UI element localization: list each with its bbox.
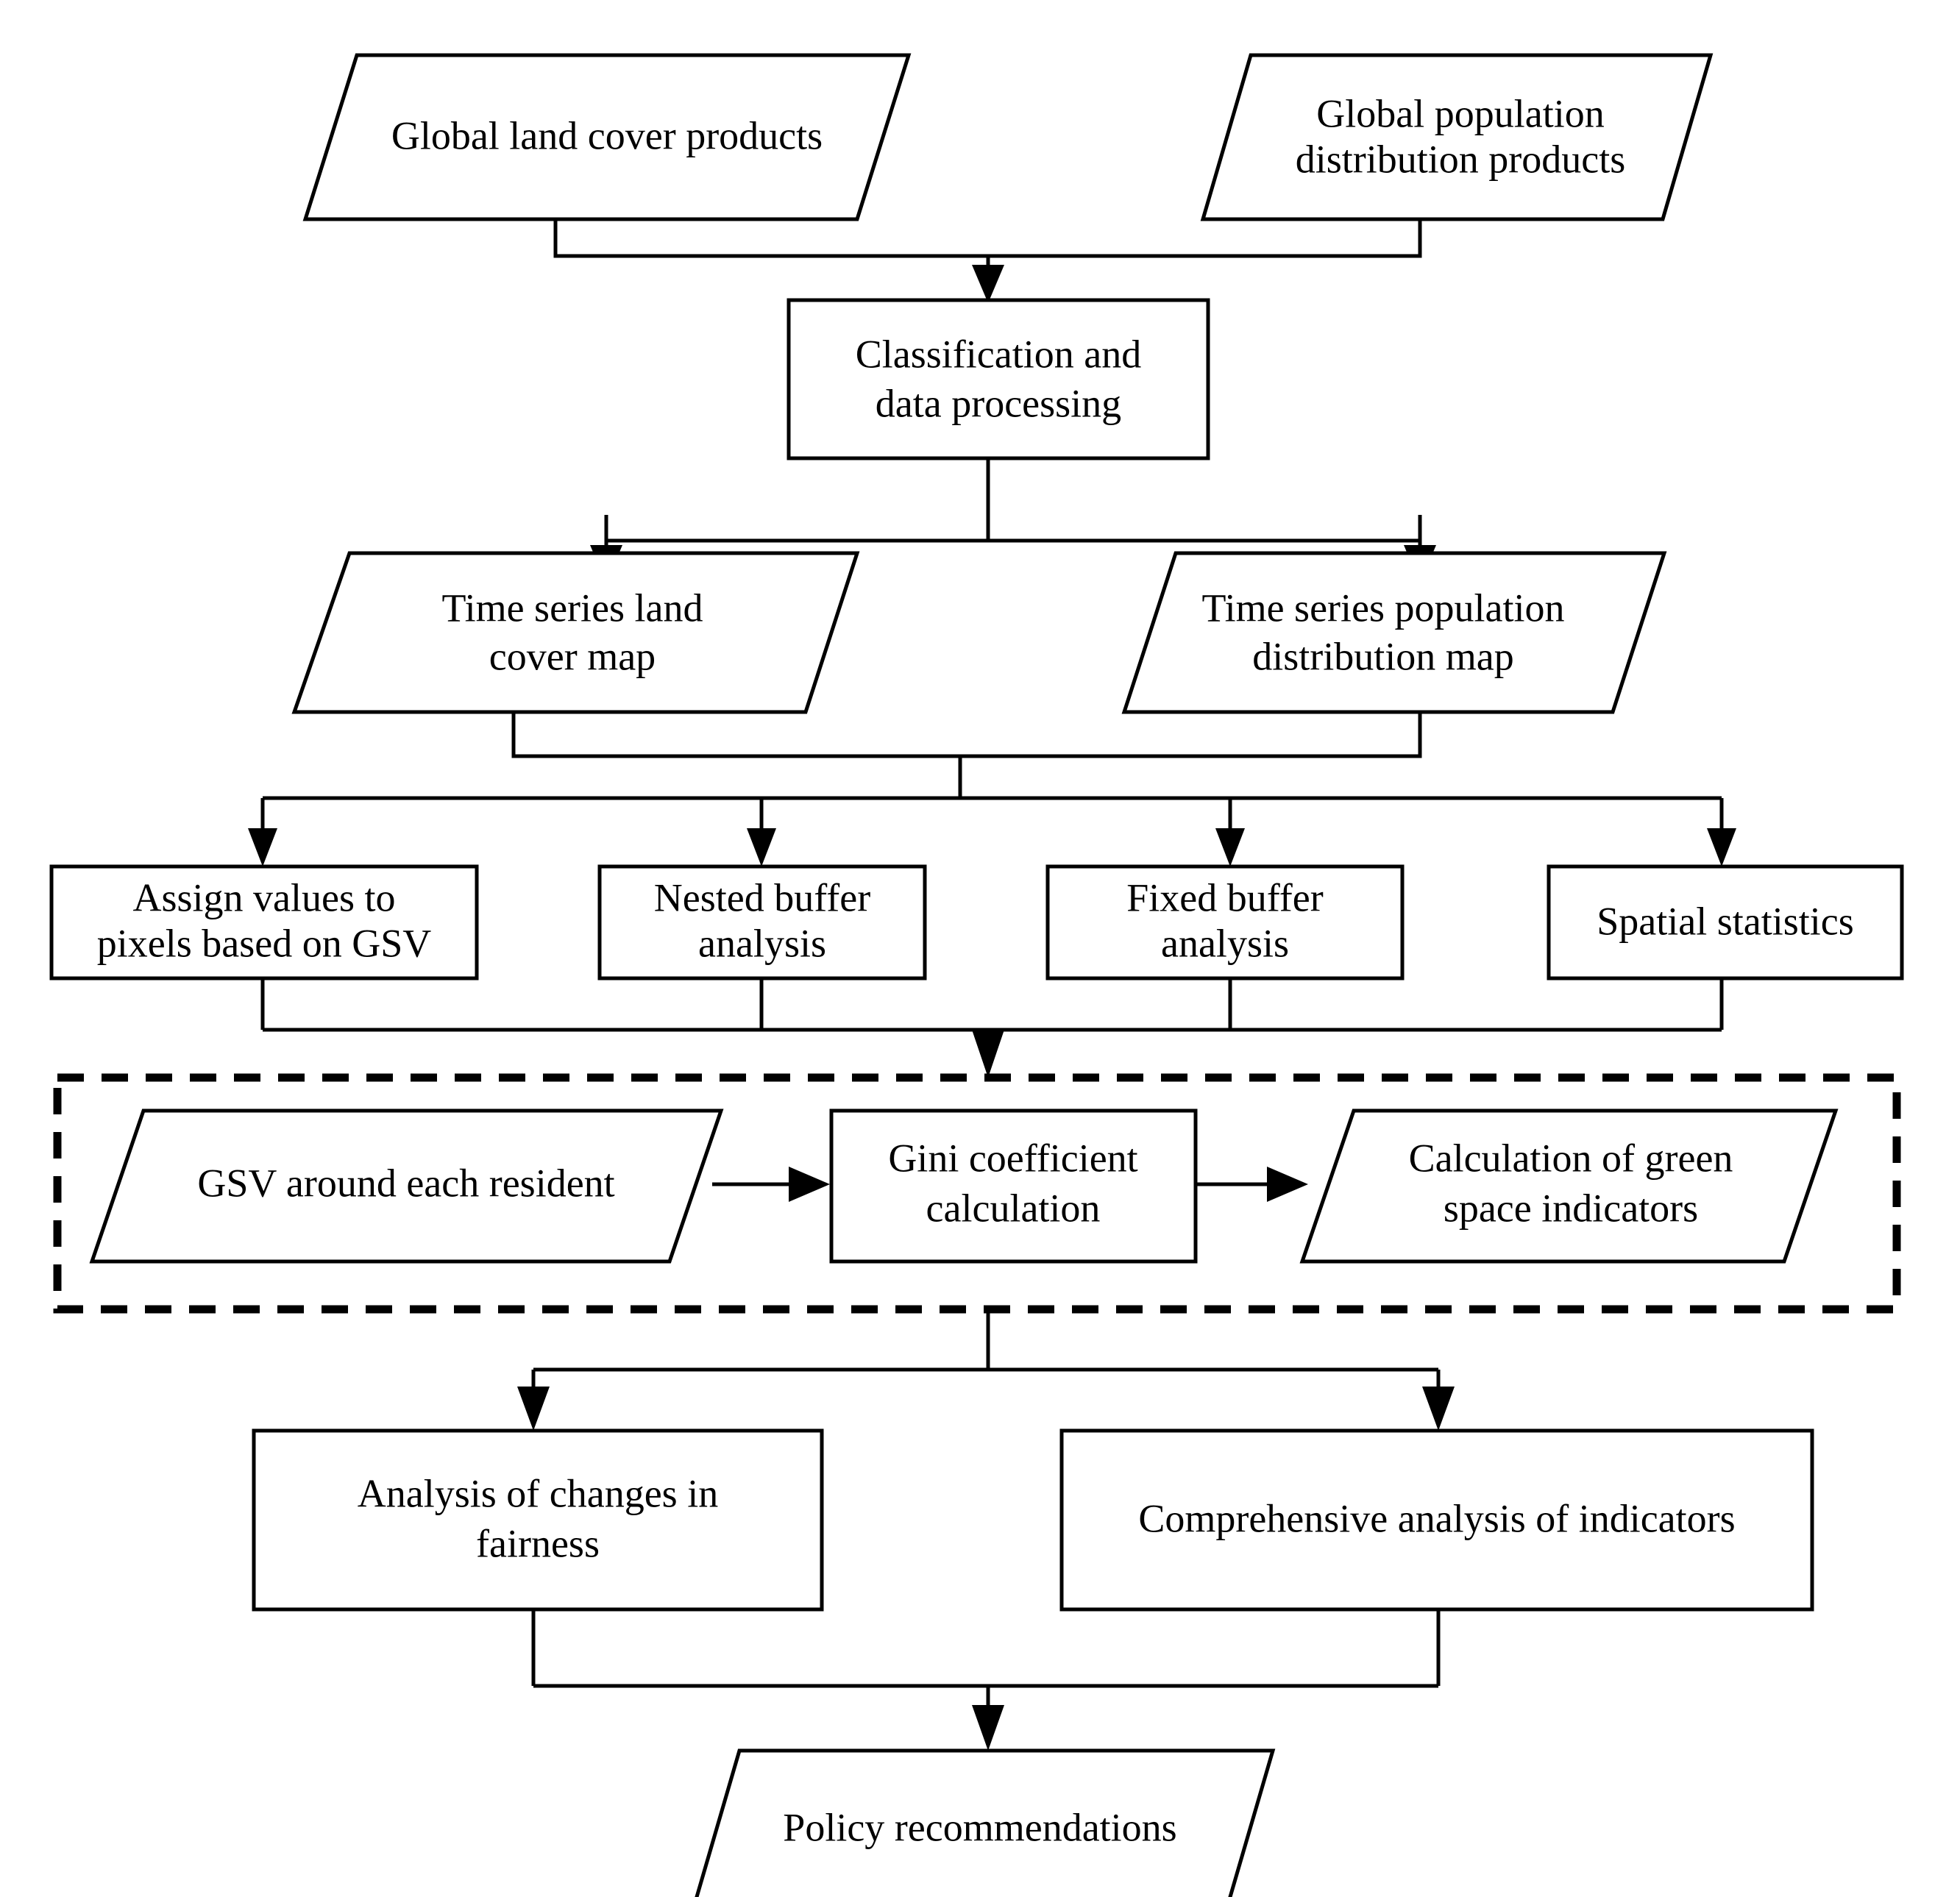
node-global-population[interactable] <box>1200 53 1714 221</box>
gini-analysis-group-frame <box>53 1073 1901 1314</box>
node-fixed-buffer-label-line2: analysis <box>1161 921 1289 965</box>
node-fairness-changes-label-line2: fairness <box>476 1521 600 1565</box>
node-assign-values-label-line2: pixels based on GSV <box>97 921 431 965</box>
node-green-indicators-label-line2: space indicators <box>1444 1186 1698 1230</box>
node-policy-recommendations-label: Policy recommendations <box>783 1805 1176 1849</box>
node-fixed-buffer[interactable] <box>1045 864 1405 980</box>
node-green-indicators-label-line1: Calculation of green <box>1409 1136 1733 1180</box>
connector-inputs-to-classification <box>553 219 1422 303</box>
node-ts-population-label-line2: distribution map <box>1252 634 1513 678</box>
node-comprehensive-analysis-label: Comprehensive analysis of indicators <box>1138 1496 1735 1540</box>
connector-analysis-to-policy <box>531 1609 1441 1751</box>
node-nested-buffer-label-line2: analysis <box>698 921 826 965</box>
node-global-population-label-line1: Global population <box>1316 91 1604 135</box>
node-fixed-buffer-label-line1: Fixed buffer <box>1126 875 1323 919</box>
node-classification[interactable] <box>787 298 1210 460</box>
node-assign-values-label-line1: Assign values to <box>133 875 396 919</box>
node-spatial-statistics-label: Spatial statistics <box>1597 899 1853 943</box>
node-nested-buffer[interactable] <box>597 864 927 980</box>
connector-group-to-analysis <box>517 1309 1455 1431</box>
node-green-indicators[interactable] <box>1299 1108 1839 1264</box>
node-spatial-statistics[interactable] <box>1547 864 1904 980</box>
connector-methods-to-group <box>260 978 1724 1078</box>
node-ts-population[interactable] <box>1121 551 1667 714</box>
node-assign-values[interactable] <box>49 864 479 980</box>
node-comprehensive-analysis[interactable] <box>1059 1428 1814 1612</box>
node-global-land-cover-label: Global land cover products <box>391 113 823 157</box>
node-classification-label-line1: Classification and <box>856 332 1141 376</box>
connector-gsv-to-gini <box>712 1167 830 1202</box>
connector-timeseries-to-methods <box>248 712 1736 866</box>
node-gsv-resident[interactable] <box>89 1108 724 1264</box>
node-classification-label-line2: data processing <box>876 381 1121 425</box>
node-ts-population-label-line1: Time series population <box>1202 586 1565 630</box>
node-global-population-label-line2: distribution products <box>1296 137 1625 181</box>
node-gsv-resident-label: GSV around each resident <box>197 1161 614 1205</box>
node-gini-calc-label-line1: Gini coefficient <box>888 1136 1137 1180</box>
connector-gini-to-indicators <box>1193 1167 1308 1202</box>
node-global-land-cover[interactable] <box>302 53 912 221</box>
node-gini-calc[interactable] <box>829 1108 1198 1264</box>
node-ts-land-cover-label-line2: cover map <box>489 634 656 678</box>
node-fairness-changes[interactable] <box>252 1428 824 1612</box>
node-ts-land-cover-label-line1: Time series land <box>442 586 703 630</box>
node-gini-calc-label-line2: calculation <box>926 1186 1101 1230</box>
node-nested-buffer-label-line1: Nested buffer <box>654 875 870 919</box>
node-policy-recommendations[interactable] <box>688 1748 1276 1897</box>
node-ts-land-cover[interactable] <box>291 551 860 714</box>
node-fairness-changes-label-line1: Analysis of changes in <box>358 1471 718 1515</box>
